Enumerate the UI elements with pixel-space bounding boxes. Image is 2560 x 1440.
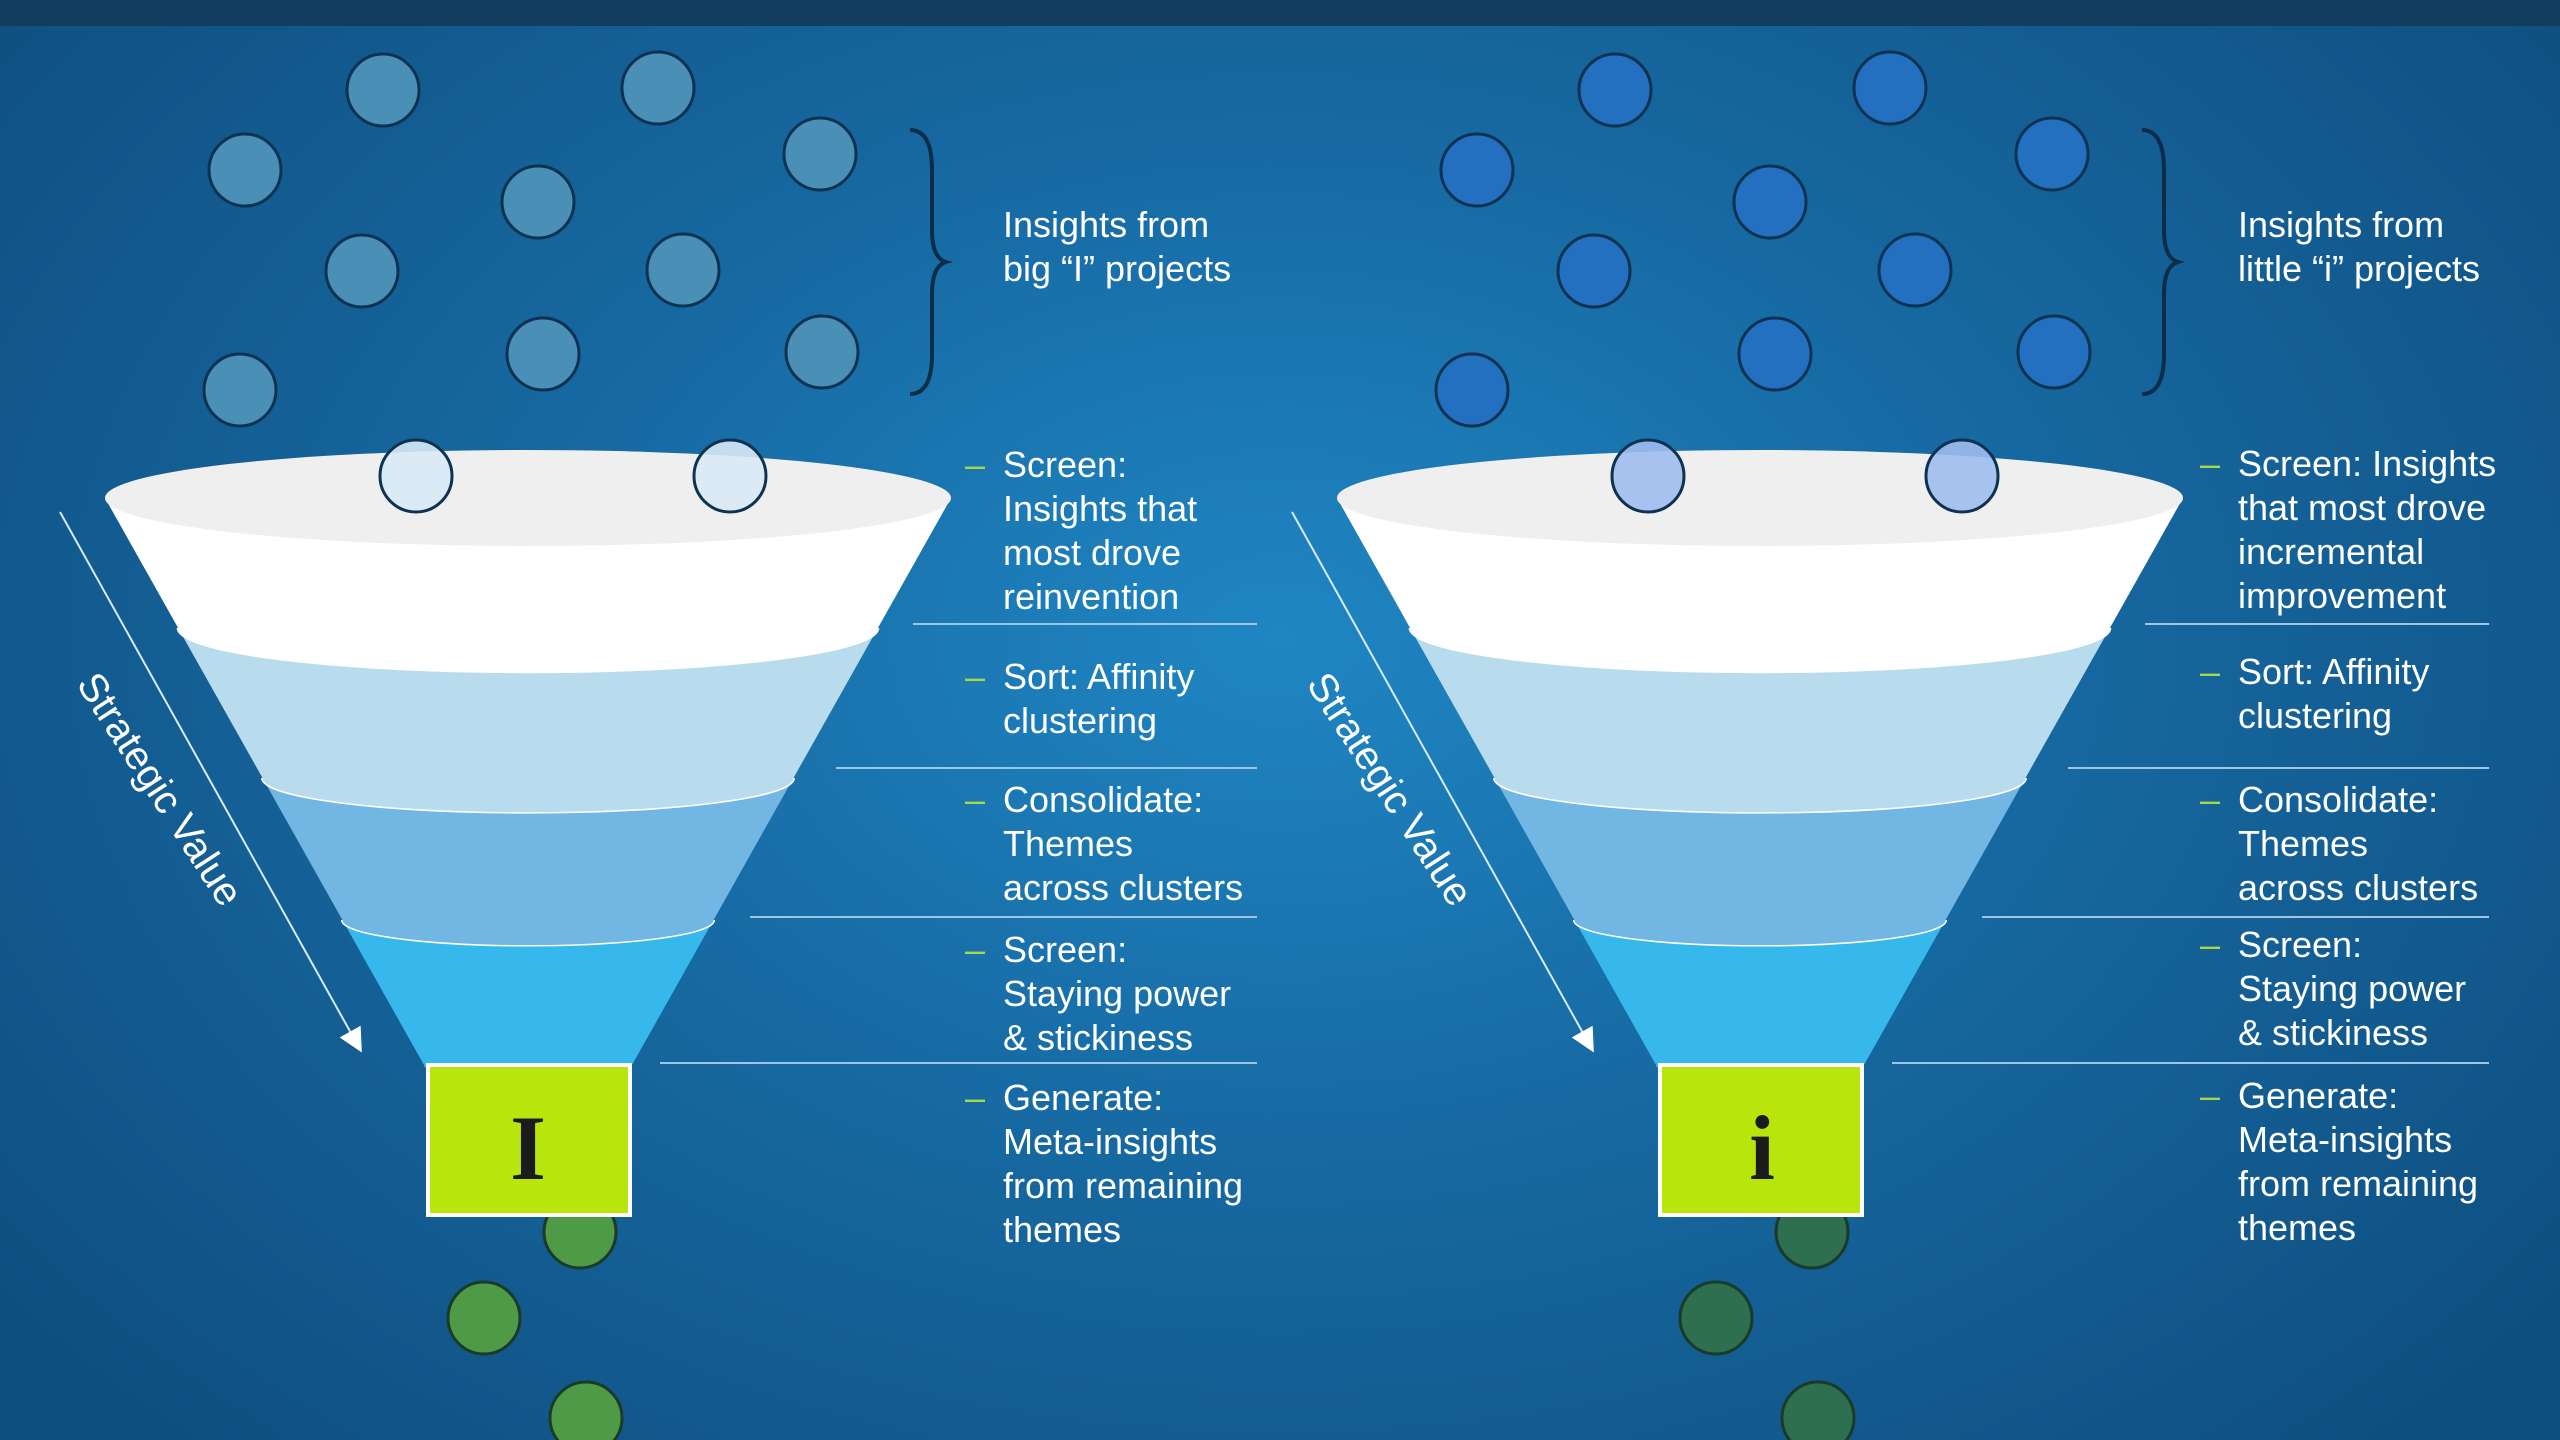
- funnel-little-i: [1291, 50, 2489, 1440]
- funnel-band: [1410, 628, 2110, 813]
- insight-dot: [645, 232, 721, 308]
- funnel-rim: [1337, 450, 2183, 546]
- insight-dot: [1439, 132, 1515, 208]
- insight-dot-entering: [692, 438, 768, 514]
- strategic-value-arrow: [59, 511, 362, 1053]
- insight-dot-entering: [1610, 438, 1686, 514]
- insight-dot: [2016, 314, 2092, 390]
- grouping-brace: [909, 128, 954, 396]
- funnel-band: [342, 920, 714, 1081]
- funnel-band: [262, 778, 794, 946]
- insight-dot: [1577, 52, 1653, 128]
- insight-dot: [324, 233, 400, 309]
- insight-dot: [620, 50, 696, 126]
- funnel-big-i: [59, 50, 1257, 1440]
- insight-dot: [345, 52, 421, 128]
- funnel-rim: [105, 450, 951, 546]
- insight-dot: [2014, 116, 2090, 192]
- insight-dot: [500, 164, 576, 240]
- output-dot: [1678, 1280, 1754, 1356]
- grouping-brace: [2141, 128, 2186, 396]
- output-dot: [548, 1380, 624, 1440]
- insight-dot: [1556, 233, 1632, 309]
- insight-dot: [782, 116, 858, 192]
- insight-dot: [207, 132, 283, 208]
- band-edge: [1572, 919, 1948, 947]
- output-dot: [446, 1280, 522, 1356]
- funnel-band: [1337, 498, 2183, 672]
- insight-dot: [202, 352, 278, 428]
- insight-dot-entering: [1924, 438, 2000, 514]
- insight-dot: [1737, 316, 1813, 392]
- insight-dot: [784, 314, 860, 390]
- insight-dot: [1852, 50, 1928, 126]
- funnel-band: [1494, 778, 2026, 946]
- top-bar: [0, 0, 2560, 26]
- insight-dot: [1732, 164, 1808, 240]
- funnel-band: [1574, 920, 1946, 1081]
- strategic-value-arrow: [1291, 511, 1594, 1053]
- funnel-band: [178, 628, 878, 813]
- insight-dot-entering: [378, 438, 454, 514]
- output-dot: [1780, 1380, 1856, 1440]
- funnel-spout: [426, 1063, 632, 1217]
- insight-dot: [1877, 232, 1953, 308]
- insight-dot: [505, 316, 581, 392]
- funnel-spout: [1658, 1063, 1864, 1217]
- insight-dot: [1434, 352, 1510, 428]
- funnel-band: [105, 498, 951, 672]
